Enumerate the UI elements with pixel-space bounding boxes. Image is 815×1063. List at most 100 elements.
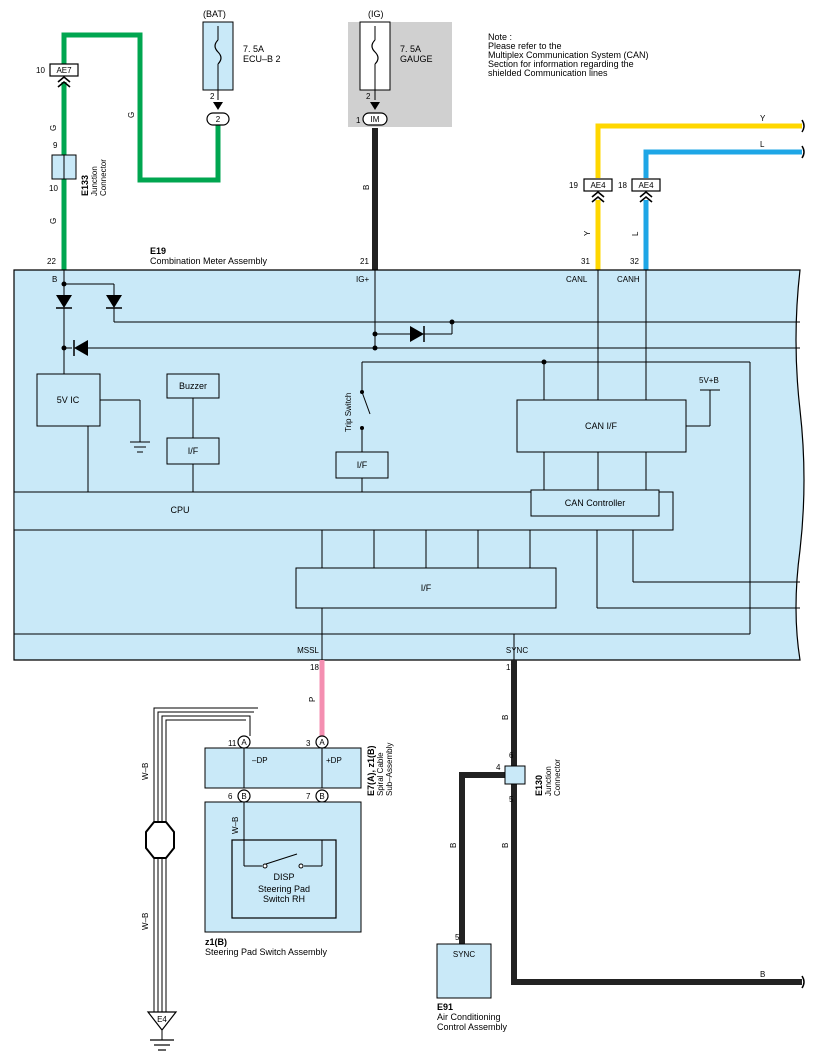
fuse-icon [371, 39, 379, 65]
svg-text:19: 19 [569, 181, 578, 190]
svg-text:A: A [241, 738, 247, 747]
svg-text:I/F: I/F [421, 583, 432, 593]
fuse-ig: (IG) 7. 5A GAUGE 2 1 IM [356, 9, 433, 126]
svg-text:B: B [52, 275, 57, 284]
svg-text:AE7: AE7 [56, 66, 72, 75]
trip-switch-label: Trip Switch [344, 393, 353, 432]
five-v-ic-block [36, 373, 101, 427]
if-buzzer-block [166, 437, 220, 465]
svg-text:Steering Pad Switch Assembly: Steering Pad Switch Assembly [205, 947, 328, 957]
svg-text:5: 5 [509, 795, 514, 804]
svg-text:B: B [319, 792, 324, 801]
svg-text:E4: E4 [157, 1015, 167, 1024]
svg-text:CANL: CANL [566, 275, 588, 284]
junction-e133: 9 10 E133 Junction Connector [49, 141, 108, 196]
fuse-source-label: (BAT) [203, 9, 226, 19]
connector-ae4-l: 18 AE4 [618, 178, 661, 203]
note-line: Note : [488, 32, 512, 42]
ground-connector-icon [146, 1011, 178, 1031]
pin-number: 18 [310, 663, 319, 672]
svg-text:Junction: Junction [544, 766, 553, 796]
wire-break-mark [801, 119, 805, 133]
svg-text:Switch RH: Switch RH [263, 894, 305, 904]
svg-text:ECU–B 2: ECU–B 2 [243, 54, 281, 64]
buzzer-block [166, 373, 220, 399]
svg-text:10: 10 [36, 66, 45, 75]
if-trip-block [335, 451, 389, 479]
pin-number: 32 [630, 257, 639, 266]
svg-text:9: 9 [53, 141, 58, 150]
svg-text:5V+B: 5V+B [699, 376, 719, 385]
connector-chevron-icon [57, 75, 71, 88]
svg-text:Connector: Connector [99, 159, 108, 196]
wire-label: G [127, 112, 136, 118]
svg-text:CAN Controller: CAN Controller [565, 498, 626, 508]
svg-text:B: B [241, 792, 246, 801]
yellow-can-wire [595, 123, 802, 178]
svg-text:7. 5A: 7. 5A [400, 44, 421, 54]
junction-e130: 6 4 5 E130 Junction Connector [496, 751, 562, 804]
spiral-cable-box [204, 747, 362, 789]
wire-label: G [49, 125, 58, 131]
can-controller-block [530, 489, 660, 517]
svg-text:E133: E133 [80, 175, 90, 196]
svg-text:2: 2 [210, 92, 215, 101]
pin-number: 22 [47, 257, 56, 266]
fuse-source-label: (IG) [368, 9, 384, 19]
fuse-bat: (BAT) 7. 5A ECU–B 2 2 2 [202, 9, 281, 126]
svg-text:Air Conditioning: Air Conditioning [437, 1012, 501, 1022]
svg-text:3: 3 [306, 739, 311, 748]
svg-text:Control Assembly: Control Assembly [437, 1022, 508, 1032]
svg-text:Spiral Cable: Spiral Cable [376, 752, 385, 796]
meter-name: Combination Meter Assembly [150, 256, 268, 266]
svg-text:MSSL: MSSL [297, 646, 319, 655]
svg-text:E130: E130 [534, 775, 544, 796]
svg-text:I/F: I/F [357, 460, 368, 470]
svg-text:DISP: DISP [273, 872, 294, 882]
svg-text:+DP: +DP [326, 756, 342, 765]
blue-can-wire [643, 149, 802, 178]
diode-icon [74, 340, 88, 356]
svg-text:CAN I/F: CAN I/F [585, 421, 618, 431]
connector-pin [362, 112, 388, 126]
meter-code: E19 [150, 246, 166, 256]
svg-text:A: A [319, 738, 325, 747]
shield-octagon-icon [145, 821, 175, 859]
connector-ae7: 10 AE7 [36, 63, 79, 88]
note-line: shielded Communication lines [488, 68, 608, 78]
note-line: Section for information regarding the [488, 59, 634, 69]
fuse-icon [214, 39, 222, 65]
svg-text:CPU: CPU [170, 505, 189, 515]
sync-wire [511, 784, 802, 985]
note-line: Multiplex Communication System (CAN) [488, 50, 649, 60]
svg-text:2: 2 [216, 115, 221, 124]
steering-switch-box [231, 839, 337, 919]
svg-text:Sub–Assembly: Sub–Assembly [385, 743, 394, 796]
svg-text:4: 4 [496, 763, 501, 772]
svg-text:Connector: Connector [553, 759, 562, 796]
svg-text:E91: E91 [437, 1002, 453, 1012]
svg-text:IG+: IG+ [356, 275, 369, 284]
svg-text:I/F: I/F [188, 446, 199, 456]
pin-number: 17 [506, 663, 515, 672]
shielded-wire [153, 707, 258, 1012]
svg-text:1: 1 [356, 116, 361, 125]
wire-label: B [449, 843, 458, 848]
svg-text:10: 10 [49, 184, 58, 193]
svg-text:SYNC: SYNC [506, 646, 528, 655]
svg-text:6: 6 [509, 751, 514, 760]
internal-wiring [14, 270, 800, 660]
wire-label: W–B [231, 817, 240, 834]
svg-text:E7(A), z1(B): E7(A), z1(B) [366, 745, 376, 796]
wire-label: Y [760, 114, 766, 123]
svg-text:Buzzer: Buzzer [179, 381, 207, 391]
wire-label: L [631, 231, 640, 236]
wire-label: Y [583, 230, 592, 236]
switch-icon [265, 853, 298, 865]
combination-meter-box [13, 269, 805, 661]
connector-arrow-icon [370, 102, 380, 110]
junction-box [504, 765, 526, 785]
wire-label: W–B [141, 763, 150, 780]
